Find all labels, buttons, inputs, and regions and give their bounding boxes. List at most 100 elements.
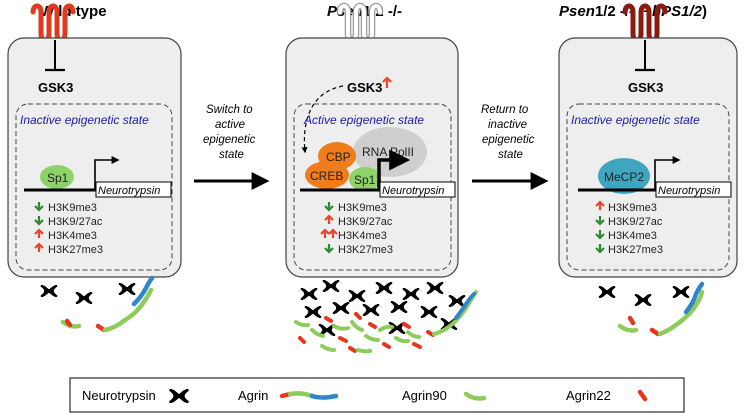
agrin-full-icon [279, 391, 339, 400]
tss-arrow-wild-type [94, 156, 120, 190]
neurotrypsin-icon [75, 292, 93, 304]
neurotrypsin-icon [448, 295, 466, 307]
kinase-label-knockout: GSK3 [347, 80, 382, 95]
neurotrypsin-icon [332, 302, 350, 314]
mark-h3k27me3: H3K27me3 [48, 244, 103, 256]
neurotrypsin-icon [634, 294, 652, 306]
up-arrow-icon [382, 76, 392, 88]
transition-label-line: epigenetic [482, 134, 535, 146]
cbp-label: CBP [326, 150, 351, 164]
agrin90-icon [617, 323, 639, 333]
gene-box-wild-type [95, 181, 172, 198]
creb-factor [305, 161, 349, 189]
up-arrow-icon [34, 242, 44, 252]
down-arrow-icon [595, 230, 605, 240]
transition-label-line: inactive [488, 119, 527, 131]
extracellular-wild-type [40, 275, 155, 333]
sp1-factor-knockout [349, 167, 381, 191]
sp1-label-knockout: Sp1 [354, 173, 376, 187]
extracellular-rescue [598, 281, 705, 337]
legend-label-agrin22: Agrin22 [566, 388, 611, 403]
receptor-rescue [622, 3, 668, 43]
histone-marks-rescue: H3K9me3 H3K9/27ac H3K4me3 H3K27me3 [595, 200, 663, 256]
agrin90-icon [463, 391, 487, 401]
sp1-factor-wild-type [40, 165, 74, 189]
histone-marks-knockout: H3K9me3 H3K9/27ac H3K4me3 H3K27me3 [320, 202, 393, 256]
gene-label-rescue: Neurotrypsin [658, 185, 720, 197]
gene-box-knockout [379, 181, 456, 198]
neurotrypsin-icon [348, 290, 366, 302]
transition-return: Return to inactive epigenetic state [472, 104, 549, 190]
dashed-arrow-icon [301, 85, 344, 154]
neurotrypsin-icon [40, 285, 58, 297]
receptor-wild-type [30, 3, 76, 43]
neurotrypsin-icon [375, 282, 393, 294]
panel-wild-type: Wild type GSK3 Inactive epigenetic state… [7, 3, 182, 278]
neurotrypsin-icon [322, 280, 340, 292]
up-arrow-icon [595, 200, 605, 210]
agrin22-icon [64, 318, 73, 328]
state-label-rescue: Inactive epigenetic state [571, 113, 700, 127]
extracellular-knockout [294, 280, 478, 354]
down-arrow-icon [595, 216, 605, 226]
transition-label-line: active [215, 119, 245, 131]
state-label-knockout: Active epigenetic state [303, 113, 424, 127]
panel-knockout: Psen1/2 -/- GSK3 Active epigenetic state… [285, 2, 459, 278]
mark-h3k9me3: H3K9me3 [608, 202, 657, 214]
neurotrypsin-icon [402, 288, 420, 300]
agrin22-icon [637, 389, 648, 402]
transition-label-line: Switch to [206, 104, 253, 116]
gene-label-wild-type: Neurotrypsin [98, 185, 160, 197]
neurotrypsin-icon [672, 286, 690, 298]
neurotrypsin-icon [304, 306, 322, 318]
transition-switch: Switch to active epigenetic state [194, 104, 270, 190]
down-arrow-icon [324, 202, 334, 212]
legend-label-agrin90: Agrin90 [402, 388, 447, 403]
legend-label-agrin: Agrin [238, 388, 268, 403]
neurotrypsin-icon [118, 283, 136, 295]
cell-rescue [558, 37, 738, 278]
down-arrow-icon [34, 216, 44, 226]
rna-pol2-label: RNA PolII [362, 145, 414, 159]
neurotrypsin-icon [420, 306, 438, 318]
down-arrow-icon [34, 202, 44, 212]
transition-label-line: state [498, 149, 523, 161]
gene-label-knockout: Neurotrypsin [382, 185, 444, 197]
neurotrypsin-icon [598, 286, 616, 298]
agrin22-icon [649, 327, 661, 337]
neurotrypsin-icon [318, 324, 336, 336]
receptor-knockout [336, 2, 384, 44]
tss-arrow-rescue [654, 156, 681, 190]
nucleus-knockout [293, 103, 452, 271]
transition-label-line: Return to [481, 104, 529, 116]
gene-box-rescue [655, 181, 732, 198]
nucleus-wild-type [15, 103, 173, 271]
agrin-full-icon [102, 287, 154, 333]
sp1-label-wild-type: Sp1 [47, 171, 69, 185]
mark-h3k27me3: H3K27me3 [608, 244, 663, 256]
up-arrow-icon [324, 214, 334, 224]
mecp2-factor [598, 158, 650, 194]
legend-label-neurotrypsin: Neurotrypsin [82, 388, 156, 403]
agrin-fragments-knockout [294, 290, 478, 354]
agrin-full-icon [657, 289, 705, 337]
mark-h3k927ac: H3K9/27ac [608, 216, 663, 228]
creb-label: CREB [310, 169, 343, 183]
panel-rescue: Psen1/2 -/- (+hPS1/2) GSK3 Inactive epig… [558, 3, 738, 278]
mark-h3k4me3: H3K4me3 [338, 230, 387, 242]
mark-h3k9me3: H3K9me3 [338, 202, 387, 214]
transition-label-line: epigenetic [203, 134, 256, 146]
legend: Neurotrypsin Agrin Agrin90 Agrin22 [69, 377, 685, 413]
neurotrypsin-icon [300, 288, 318, 300]
kinase-label-wild-type: GSK3 [38, 80, 73, 95]
down-arrow-icon [595, 244, 605, 254]
transition-label-line: state [219, 149, 244, 161]
up-arrow-icon [34, 228, 44, 238]
mark-h3k9me3: H3K9me3 [48, 202, 97, 214]
down-arrow-icon [324, 244, 334, 254]
state-label-wild-type: Inactive epigenetic state [20, 113, 149, 127]
double-up-arrow-icon [320, 228, 338, 238]
mark-h3k27me3: H3K27me3 [338, 244, 393, 256]
agrin22-icon [627, 315, 636, 326]
neurotrypsin-icon [362, 304, 380, 316]
